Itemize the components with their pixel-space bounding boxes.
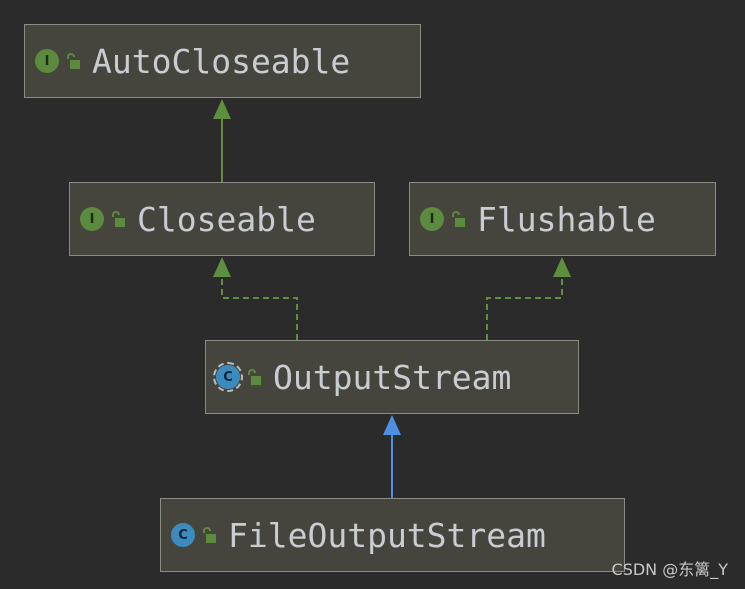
interface-icon: I <box>420 207 444 231</box>
arrowhead-icon <box>553 257 571 277</box>
node-fileoutputstream[interactable]: C FileOutputStream <box>160 498 625 572</box>
arrowhead-icon <box>213 99 231 119</box>
unlocked-padlock-icon <box>67 53 80 69</box>
unlocked-padlock-icon <box>112 211 125 227</box>
watermark: CSDN @东篱_Y <box>611 560 728 579</box>
node-label: Flushable <box>477 199 656 239</box>
arrowhead-icon <box>383 415 401 435</box>
class-icon: C <box>171 523 195 547</box>
edge-outputstream-closeable <box>213 257 298 340</box>
arrowhead-icon <box>213 257 231 277</box>
abstract-class-icon: C <box>213 362 243 392</box>
edge-closeable-autocloseable <box>213 99 231 182</box>
edge-outputstream-flushable <box>486 257 571 340</box>
unlocked-padlock-icon <box>248 369 261 385</box>
node-flushable[interactable]: I Flushable <box>409 182 716 256</box>
node-label: Closeable <box>137 199 316 239</box>
edge-fileoutputstream-outputstream <box>383 415 401 498</box>
interface-icon: I <box>80 207 104 231</box>
node-label: FileOutputStream <box>228 515 546 555</box>
node-autocloseable[interactable]: I AutoCloseable <box>24 24 421 98</box>
node-label: AutoCloseable <box>92 41 351 81</box>
unlocked-padlock-icon <box>452 211 465 227</box>
node-label: OutputStream <box>273 357 512 397</box>
node-outputstream[interactable]: C OutputStream <box>205 340 579 414</box>
interface-icon: I <box>35 49 59 73</box>
unlocked-padlock-icon <box>203 527 216 543</box>
node-closeable[interactable]: I Closeable <box>69 182 375 256</box>
